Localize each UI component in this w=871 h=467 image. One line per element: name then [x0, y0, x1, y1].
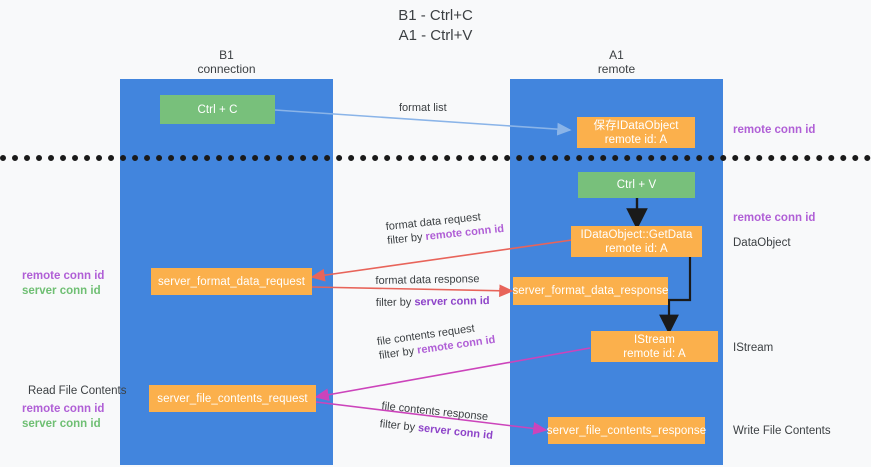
annotation-left-remote-conn-id-1: remote conn id	[22, 270, 105, 282]
edge-label-format-data-response-filter: filter by server conn id	[376, 294, 490, 310]
node-save-dataobject-remote-id: remote id: A	[604, 133, 668, 146]
annotation-right-istream: IStream	[733, 341, 773, 356]
filter-prefix: filter by	[375, 296, 415, 310]
annotation-text: Write File Contents	[733, 425, 831, 437]
node-ctrl-c-label: Ctrl + C	[197, 103, 238, 116]
edge-label-format-data-response: format data response filter by server co…	[375, 272, 489, 310]
edge-label-format-list-text: format list	[399, 102, 447, 114]
edge-label-format-data-response-main: format data response	[375, 273, 480, 288]
node-server-file-contents-request[interactable]: server_file_contents_request	[149, 385, 316, 412]
node-getdata-remote-id: remote id: A	[605, 242, 668, 255]
edge-label-format-list: format list	[399, 101, 447, 115]
column-header-a1: A1 remote	[510, 48, 723, 76]
column-header-a1-name: A1	[609, 48, 624, 62]
filter-prefix: filter by	[378, 344, 419, 363]
column-header-b1-sub: connection	[197, 62, 256, 76]
column-header-b1: B1 connection	[120, 48, 333, 76]
annotation-right-remote-conn-id-top: remote conn id	[733, 123, 815, 138]
annotation-text: Read File Contents	[28, 385, 127, 397]
node-getdata-label: IDataObject::GetData	[580, 228, 693, 241]
node-save-dataobject-label: 保存IDataObject	[593, 119, 679, 132]
annotation-left-conn-ids-top: remote conn id server conn id	[22, 269, 104, 299]
filter-prefix: filter by	[379, 418, 419, 435]
filter-prefix: filter by	[386, 231, 427, 248]
annotation-right-remote-conn-id-mid: remote conn id	[733, 211, 815, 226]
annotation-text: remote conn id	[733, 212, 816, 224]
annotation-left-server-conn-id-1: server conn id	[22, 285, 101, 297]
node-server-file-contents-response-label: server_file_contents_response	[546, 424, 707, 437]
node-save-dataobject[interactable]: 保存IDataObject remote id: A	[577, 117, 695, 148]
filter-key-server-conn-id: server conn id	[417, 422, 494, 442]
node-ctrl-c[interactable]: Ctrl + C	[160, 95, 275, 124]
edge-label-format-data-request: format data request filter by remote con…	[385, 208, 505, 248]
annotation-text: remote conn id	[733, 124, 816, 136]
filter-key-server-conn-id: server conn id	[414, 295, 490, 309]
node-server-format-data-request-label: server_format_data_request	[157, 275, 306, 288]
diagram-title: B1 - Ctrl+C A1 - Ctrl+V	[0, 6, 871, 46]
phase-divider	[0, 155, 871, 161]
node-istream-label: IStream	[634, 333, 675, 346]
title-line-1: B1 - Ctrl+C	[398, 7, 473, 24]
node-idataobject-getdata[interactable]: IDataObject::GetData remote id: A	[571, 226, 702, 257]
annotation-text: DataObject	[733, 237, 791, 249]
column-header-b1-name: B1	[219, 48, 234, 62]
annotation-text: IStream	[733, 342, 774, 354]
node-server-file-contents-request-label: server_file_contents_request	[157, 392, 308, 405]
node-ctrl-v[interactable]: Ctrl + V	[578, 172, 695, 198]
node-server-format-data-request[interactable]: server_format_data_request	[151, 268, 312, 295]
title-line-2: A1 - Ctrl+V	[398, 27, 473, 44]
node-server-file-contents-response[interactable]: server_file_contents_response	[546, 417, 707, 444]
annotation-left-remote-conn-id-2: remote conn id	[22, 403, 105, 415]
annotation-right-dataobject: DataObject	[733, 236, 791, 251]
annotation-left-read-file-contents: Read File Contents	[28, 384, 126, 399]
edge-label-file-contents-response: file contents response filter by server …	[379, 399, 495, 443]
node-ctrl-v-label: Ctrl + V	[616, 179, 657, 191]
annotation-right-write-file-contents: Write File Contents	[733, 424, 831, 439]
node-istream-remote-id: remote id: A	[623, 347, 686, 360]
edge-label-file-contents-request: file contents request filter by remote c…	[376, 319, 496, 363]
node-server-format-data-response-label: server_format_data_response	[512, 285, 669, 297]
annotation-left-conn-ids-bottom: remote conn id server conn id	[22, 402, 104, 432]
node-server-format-data-response[interactable]: server_format_data_response	[512, 277, 669, 305]
column-header-a1-sub: remote	[597, 62, 636, 76]
annotation-left-server-conn-id-2: server conn id	[22, 418, 101, 430]
node-istream[interactable]: IStream remote id: A	[591, 331, 718, 362]
